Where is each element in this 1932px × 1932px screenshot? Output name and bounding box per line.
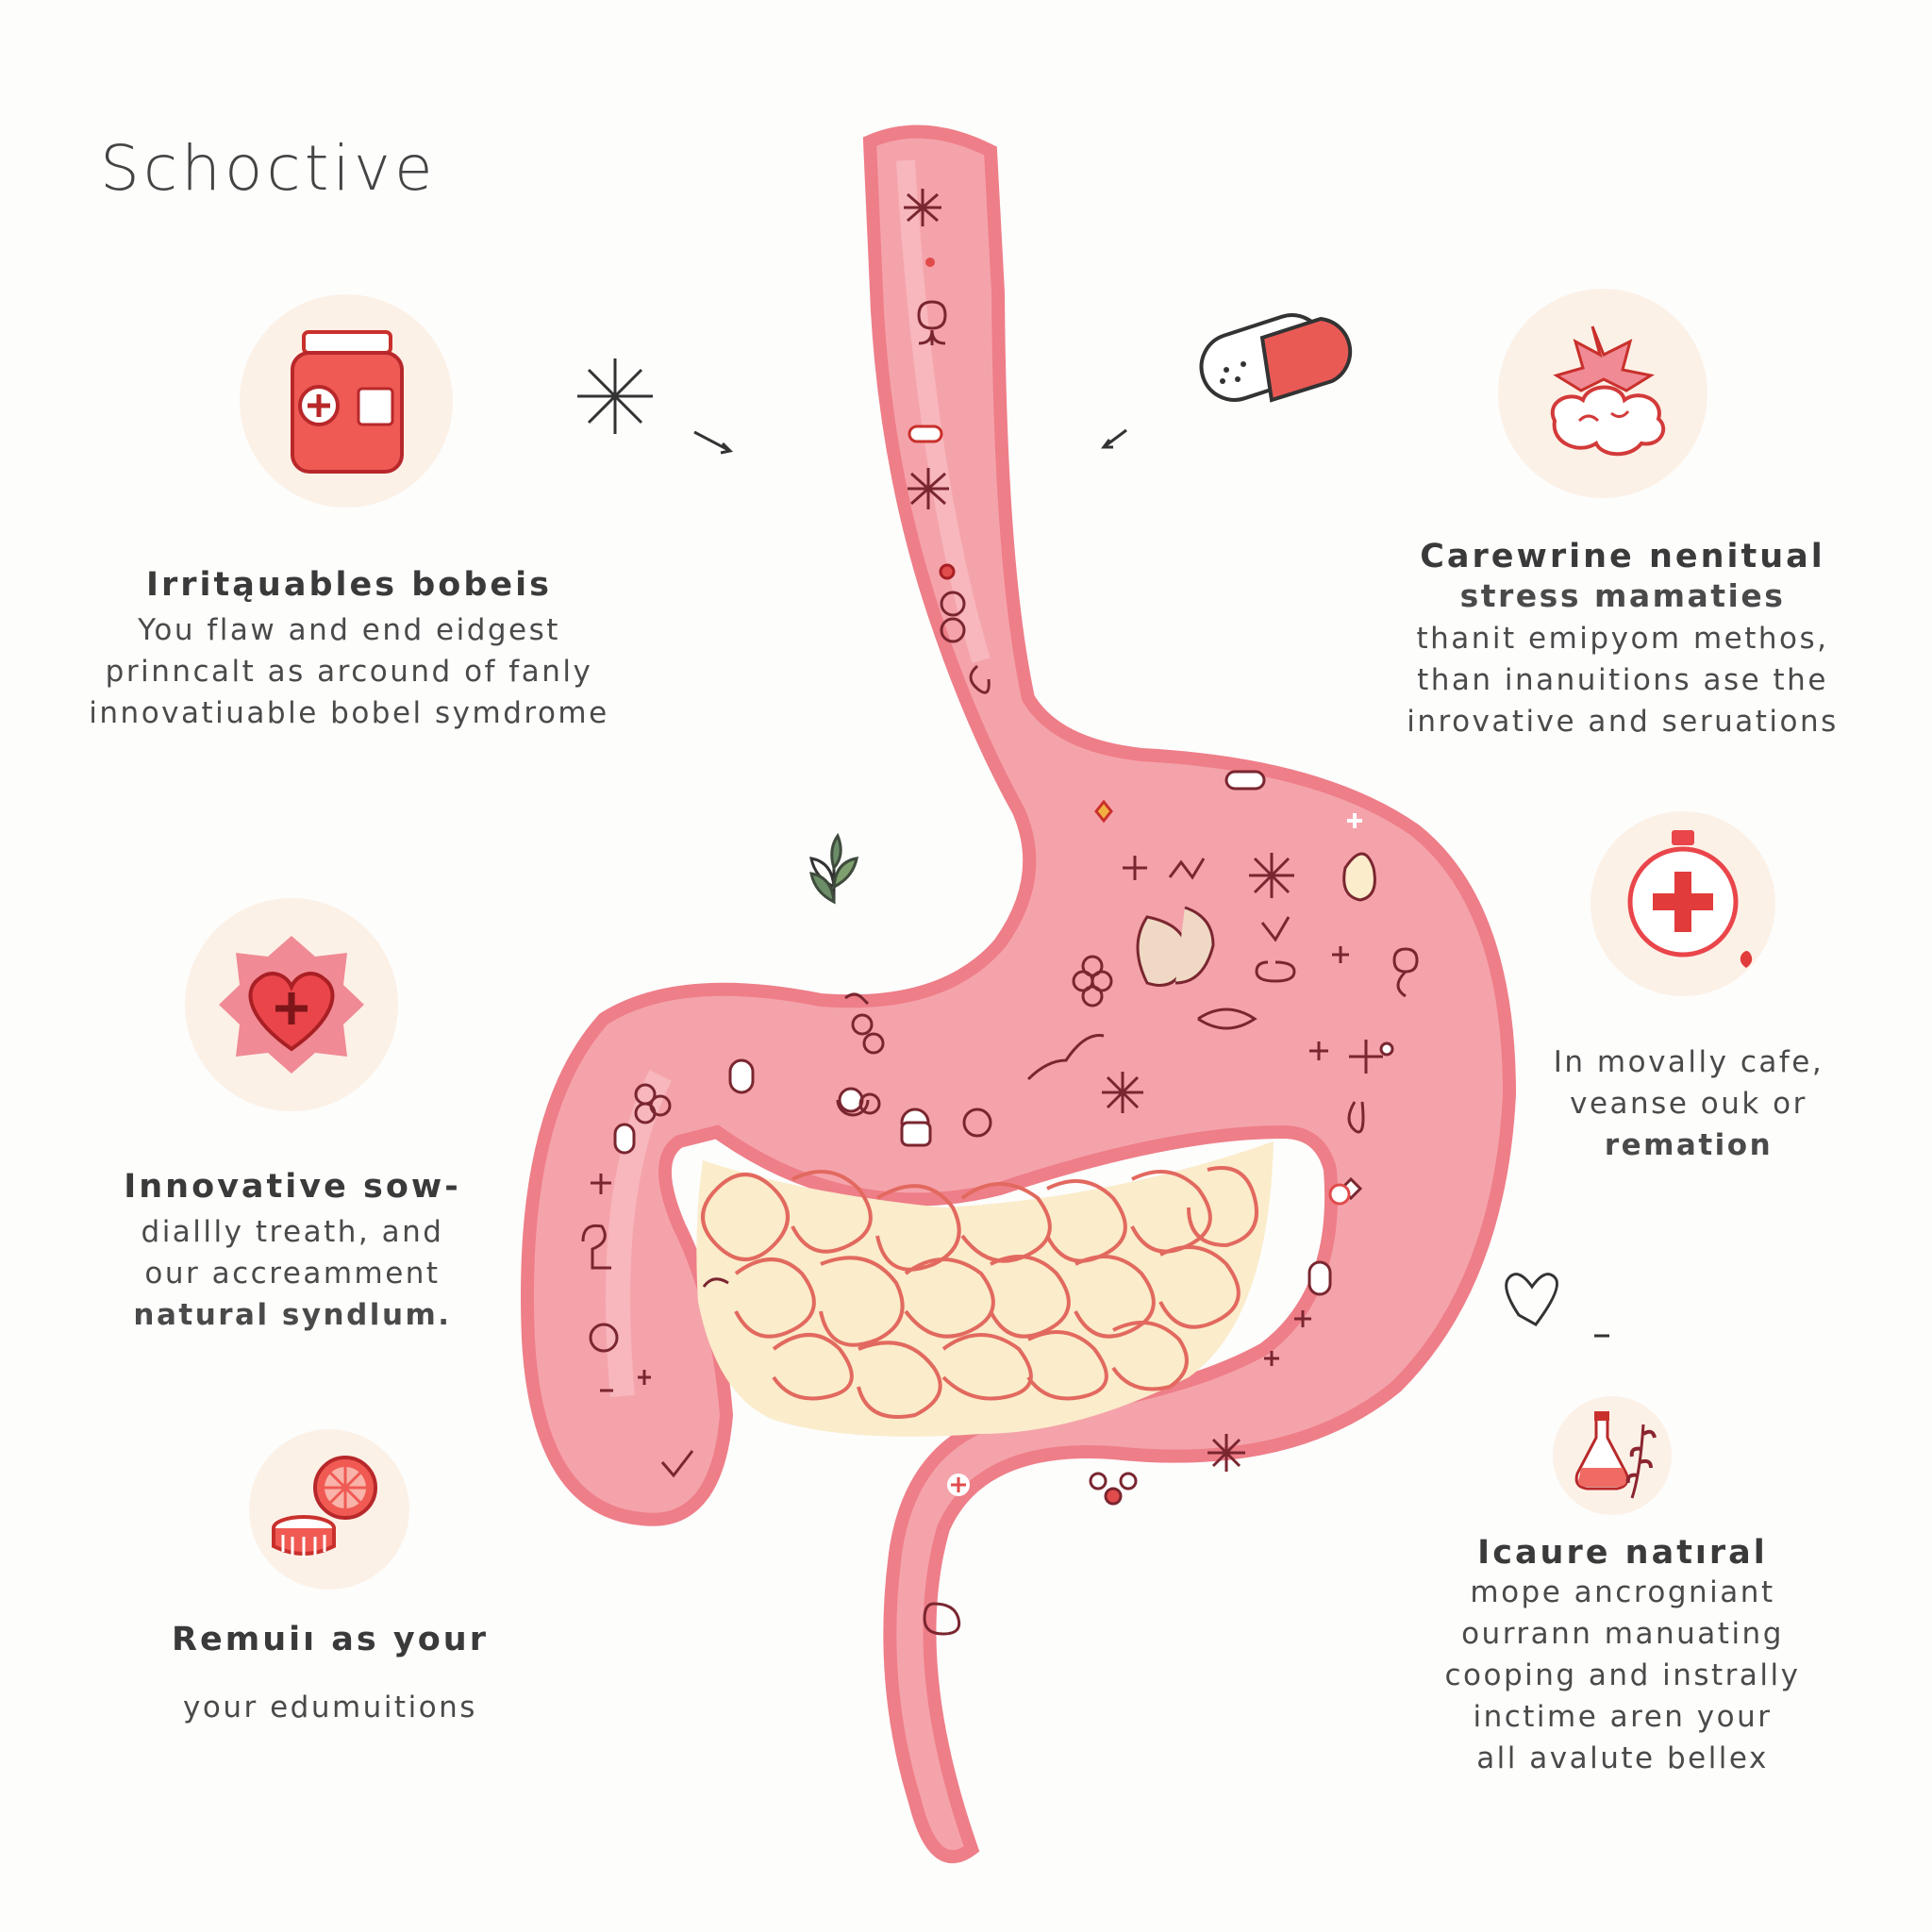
block-heading: Irritąuables bobeis [146,566,552,604]
block-line: innovatiuable bobel symdrome [89,696,609,730]
block-line: natural syndlum. [133,1298,452,1332]
block-heading: Remuiı as your [172,1621,489,1658]
flask-icon-circle [1591,811,1775,996]
potion-herb-icon [1574,1411,1657,1499]
icaure-block: Icaure natıral mope ancrogniant ourrann … [1415,1534,1830,1779]
small-intestine-region [696,1141,1274,1437]
potion-icon-circle [1553,1396,1672,1515]
block-line: veanse ouk or [1570,1087,1807,1121]
block-line: ourrann manuating [1461,1617,1784,1651]
block-line: diallly treath, and [141,1215,444,1249]
heart-plus-icon [219,936,364,1074]
leaf-cloud-icon [1550,325,1666,457]
movally-block: In movally cafe, veanse ouk or remation [1528,1041,1849,1166]
jar-icon-circle [240,294,453,508]
block-line: our accreamment [144,1257,441,1291]
outside-symbols [577,358,1609,1338]
block-line: remation [1604,1128,1774,1162]
jar-icon [291,330,404,474]
block-line: In movally cafe, [1553,1045,1824,1079]
pill-icon [1199,313,1353,403]
block-line: prinncalt as arcound of fanly [105,655,593,689]
medical-flask-icon [1627,830,1753,968]
decorative-symbols [581,189,1419,1636]
carewrine-block: Carewrine nenitual stress mamaties thani… [1406,538,1840,742]
block-heading: Icaure natıral [1477,1534,1768,1572]
heart-icon-circle [185,898,398,1111]
block-heading: Carewrine nenitual [1420,538,1825,575]
leaf-icon-circle [1498,289,1707,498]
block-line: all avalute bellex [1476,1741,1769,1775]
grapefruit-icon-circle [249,1429,409,1590]
block-line: stress mamaties [1459,577,1786,614]
block-line: You flaw and end eidgest [138,613,560,647]
block-line: your edumuitions [183,1690,477,1724]
irritable-bowel-block: Irritąuables bobeis You flaw and end eid… [75,566,623,734]
remuii-block: Remuiı as your your edumuitions [142,1621,519,1728]
block-line: cooping and instrally [1444,1658,1801,1692]
stomach-shape [521,125,1517,1864]
innovative-block: Innovative sow- diallly treath, and our … [94,1168,491,1336]
block-line: mope ancrogniant [1470,1575,1775,1609]
page-title: Schoctive [100,132,437,205]
block-line: inctime aren your [1473,1700,1773,1734]
block-line: thanit emipyom methos, [1416,622,1829,656]
grapefruit-pill-icon [272,1456,377,1557]
block-line: inrovative and seruations [1407,705,1839,739]
block-line: than inanuitions ase the [1417,663,1828,697]
small-intestine-coils [701,1166,1258,1419]
block-heading: Innovative sow- [124,1168,461,1206]
leaf-sprig-icon [809,832,858,905]
